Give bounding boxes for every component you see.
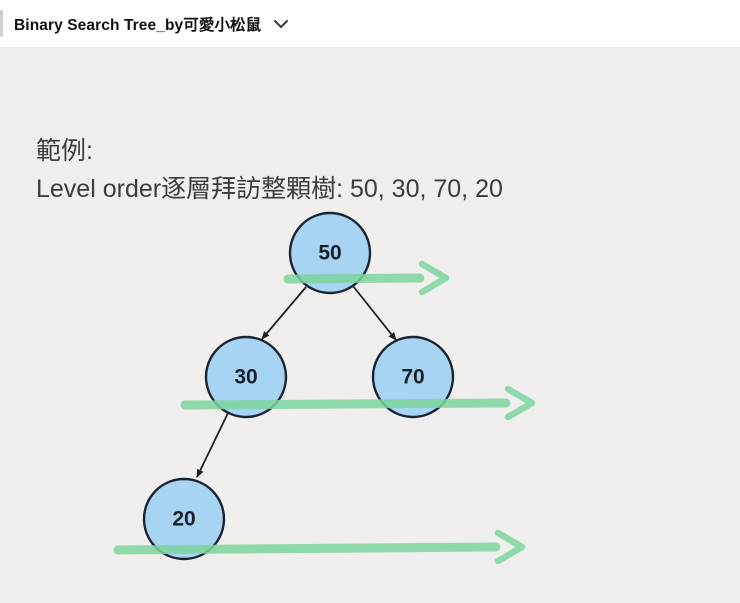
edge-30-20 xyxy=(196,412,229,478)
edge-50-70 xyxy=(352,285,397,341)
node-circle-70 xyxy=(371,335,455,419)
level-arrow-1-stroke xyxy=(283,273,425,284)
bst-diagram: 50 30 70 20 xyxy=(113,211,536,565)
tree-node-50: 50 xyxy=(288,211,372,295)
left-accent-bar xyxy=(0,10,3,37)
example-caption: 範例: Level order逐層拜訪整顆樹: 50, 30, 70, 20 xyxy=(36,132,503,208)
node-circle-50 xyxy=(288,211,372,295)
edge-50-30 xyxy=(261,286,307,340)
level-arrow-2-stroke xyxy=(180,398,511,410)
tree-node-30: 30 xyxy=(204,335,288,419)
tree-node-70: 70 xyxy=(371,335,455,419)
node-circle-20 xyxy=(142,477,226,561)
page-title[interactable]: Binary Search Tree_by可愛小松鼠 xyxy=(14,16,262,34)
note-canvas: 範例: Level order逐層拜訪整顆樹: 50, 30, 70, 20 5… xyxy=(0,48,740,603)
level-arrow-2-head xyxy=(504,385,536,421)
node-value-30: 30 xyxy=(234,366,257,389)
node-value-50: 50 xyxy=(318,242,341,265)
level-arrow-3-stroke xyxy=(113,542,501,555)
chevron-down-icon[interactable] xyxy=(273,19,289,29)
level-arrow-2 xyxy=(180,385,536,421)
level-arrow-3-head xyxy=(494,529,526,565)
caption-line1: 範例: xyxy=(36,137,93,165)
node-circle-30 xyxy=(204,335,288,419)
level-arrow-3 xyxy=(113,529,526,565)
node-value-70: 70 xyxy=(401,366,424,389)
level-arrow-1-head xyxy=(418,260,450,296)
node-value-20: 20 xyxy=(172,508,195,531)
tree-node-20: 20 xyxy=(142,477,226,561)
titlebar: Binary Search Tree_by可愛小松鼠 xyxy=(0,0,740,48)
level-arrow-1 xyxy=(283,260,450,296)
caption-line2: Level order逐層拜訪整顆樹: 50, 30, 70, 20 xyxy=(36,175,503,203)
